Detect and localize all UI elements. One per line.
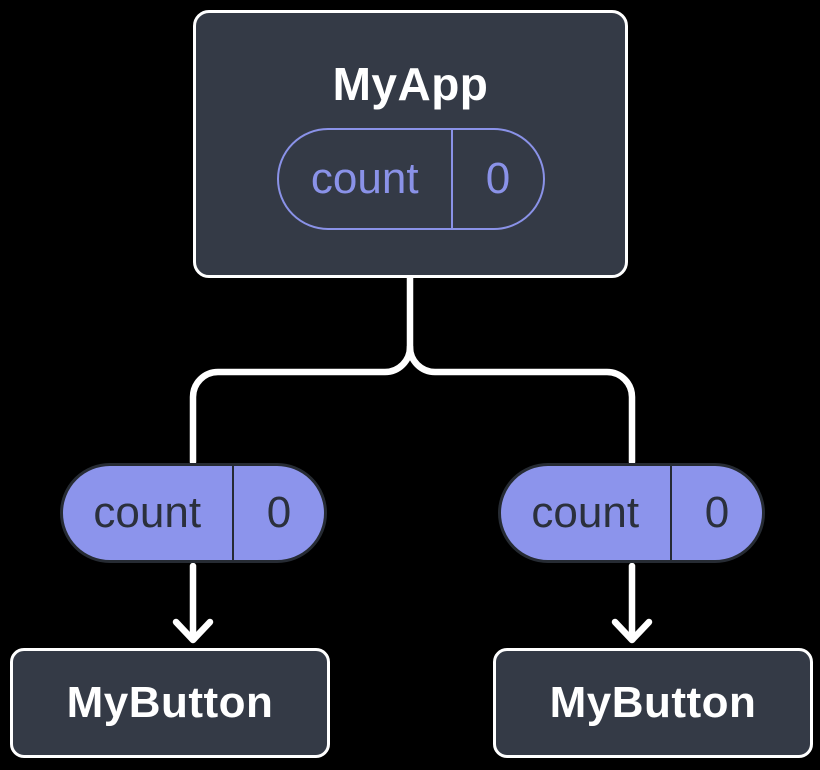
pill-divider bbox=[450, 130, 453, 228]
pill-divider bbox=[669, 466, 672, 560]
arrow-right-head-icon bbox=[611, 618, 653, 644]
component-node-mybutton-right: MyButton bbox=[493, 648, 813, 758]
prop-name: count bbox=[93, 488, 202, 537]
component-node-mybutton-left: MyButton bbox=[10, 648, 330, 758]
component-node-myapp: MyApp count 0 bbox=[193, 10, 628, 278]
prop-pill-right: count 0 bbox=[498, 463, 765, 563]
arrow-left-head-icon bbox=[172, 618, 214, 644]
branch-connector-right bbox=[406, 343, 636, 466]
myapp-label: MyApp bbox=[332, 58, 489, 110]
pill-divider bbox=[231, 466, 234, 560]
mybutton-label: MyButton bbox=[549, 678, 757, 727]
state-value: 0 bbox=[485, 154, 511, 203]
prop-name: count bbox=[531, 488, 640, 537]
state-name: count bbox=[310, 154, 419, 203]
prop-value: 0 bbox=[704, 488, 730, 537]
prop-value: 0 bbox=[266, 488, 292, 537]
branch-connector-left bbox=[189, 274, 414, 466]
state-pill-count: count 0 bbox=[277, 128, 545, 230]
prop-pill-left: count 0 bbox=[60, 463, 327, 563]
mybutton-label: MyButton bbox=[66, 678, 274, 727]
